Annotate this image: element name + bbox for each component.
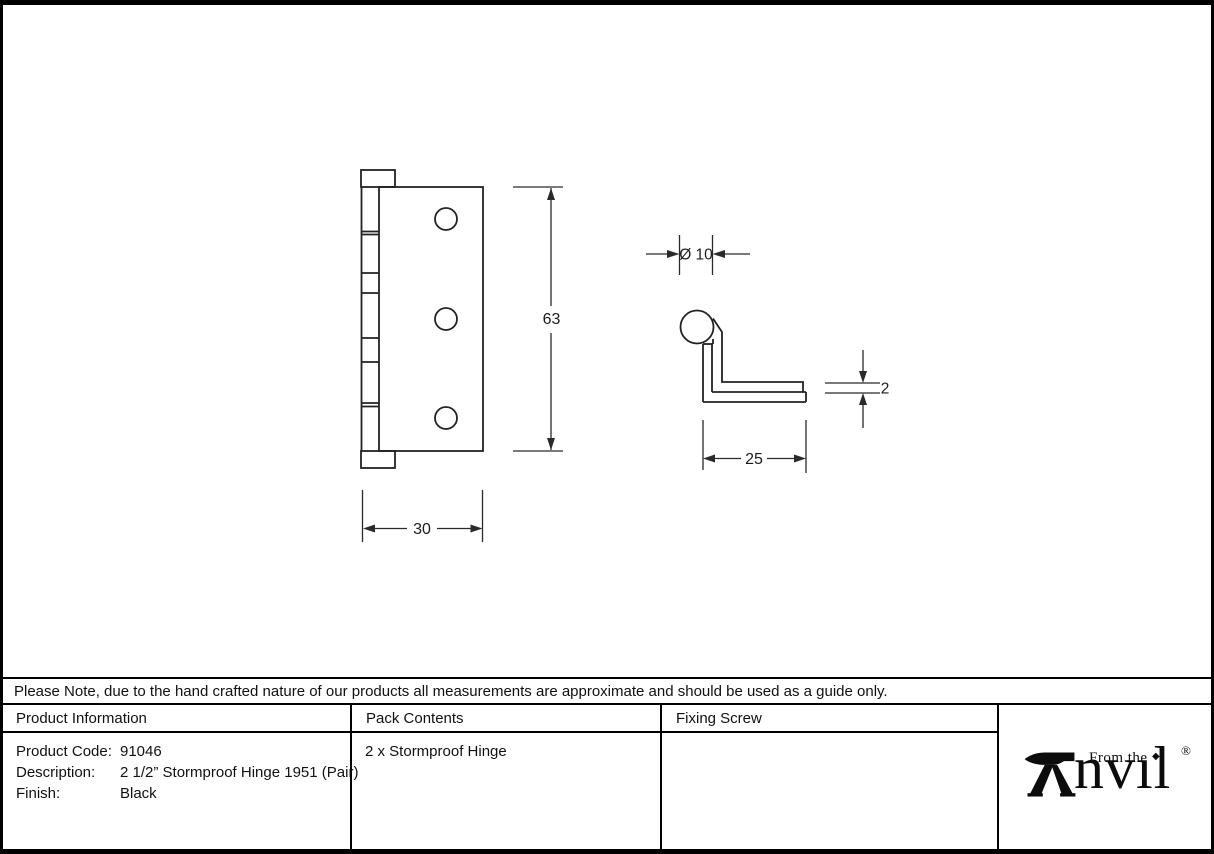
col-divider-2 [660, 703, 662, 849]
screw-hole [434, 307, 458, 331]
from-the-anvil-logo: From the nvıl ◆ ® [1023, 738, 1195, 803]
header-fixing-screw: Fixing Screw [676, 710, 762, 727]
knuckle-bottom-cap [360, 450, 396, 469]
logo-wordmark-text: nvıl [1074, 735, 1172, 801]
product-information-cell: Product Code: 91046 Description: 2 1/2” … [16, 741, 358, 804]
logo-i-dot-diamond: ◆ [1152, 751, 1160, 762]
dim-width [361, 490, 484, 542]
dim-thickness-label: 2 [881, 381, 890, 398]
screw-hole [434, 406, 458, 430]
dim-thickness [825, 350, 880, 428]
finish-value: Black [120, 785, 157, 802]
finish-label: Finish: [16, 785, 61, 802]
anvil-icon [1024, 752, 1076, 797]
product-code-value: 91046 [120, 743, 162, 760]
header-pack-contents: Pack Contents [366, 710, 464, 727]
col-divider-3 [997, 703, 999, 849]
page-border-top [0, 0, 1214, 5]
hinge-leaf-plate [378, 186, 484, 452]
registered-trademark-symbol: ® [1181, 743, 1191, 758]
note-bar-bottom-rule [0, 703, 1214, 705]
dim-depth-label: 25 [745, 451, 763, 468]
header-row-rule [0, 731, 998, 733]
header-product-information: Product Information [16, 710, 147, 727]
technical-drawing: 63 30 Ø 10 25 2 [360, 169, 890, 542]
cranked-leaf-profile [712, 318, 804, 392]
dim-height-label: 63 [543, 311, 561, 328]
logo-from-the-text: From the [1089, 750, 1148, 766]
page-border-bottom [0, 849, 1214, 854]
screw-hole [434, 207, 458, 231]
col-divider-1 [350, 703, 352, 849]
note-bar-top-rule [0, 677, 1214, 679]
dim-width-label: 30 [413, 521, 431, 538]
pivot-knuckle-circle [679, 309, 715, 345]
description-label: Description: [16, 764, 96, 781]
description-value: 2 1/2” Stormproof Hinge 1951 (Pair) [120, 764, 359, 781]
dim-diameter-label: Ø 10 [679, 247, 713, 264]
page-border-left [0, 0, 3, 854]
dim-diameter [646, 235, 750, 275]
hinge-front-view [360, 169, 484, 469]
dimension-arrowheads [363, 188, 867, 533]
knuckle-top-cap [360, 169, 396, 188]
pack-contents-cell: 2 x Stormproof Hinge [365, 743, 507, 760]
product-code-label: Product Code: [16, 743, 112, 760]
hinge-side-view [679, 309, 807, 403]
dim-depth [702, 420, 807, 473]
dim-height [513, 186, 563, 452]
measurement-note: Please Note, due to the hand crafted nat… [14, 683, 888, 700]
page-border-right [1211, 0, 1214, 854]
